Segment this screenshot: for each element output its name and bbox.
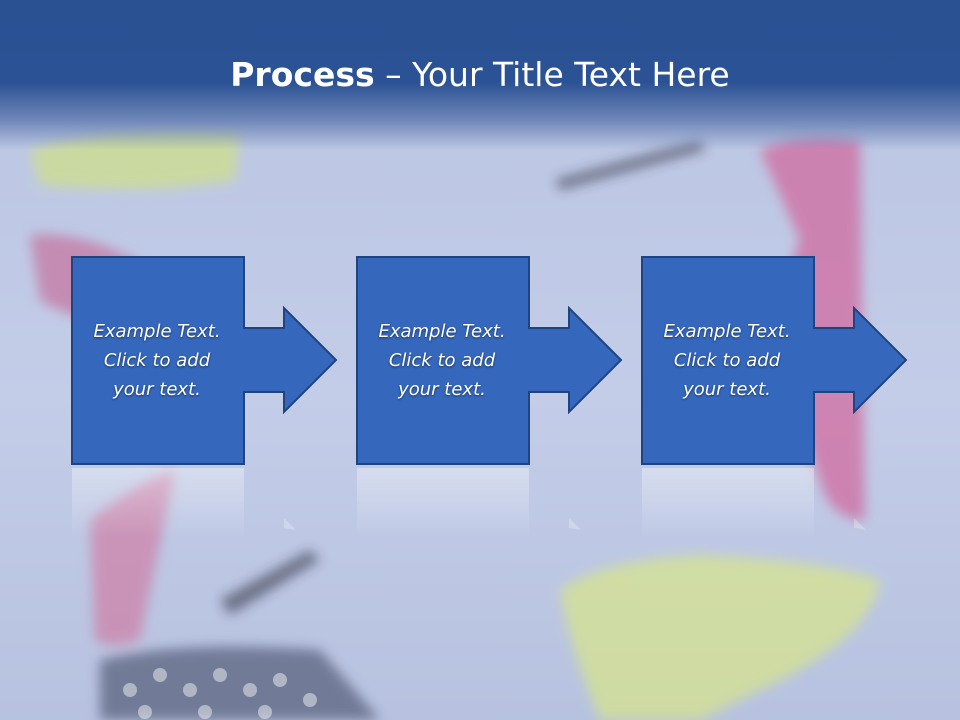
slide-title[interactable]: Process – Your Title Text Here <box>0 50 960 100</box>
right-arrow-icon <box>356 256 623 538</box>
process-step-2[interactable]: Example Text. Click to add your text. <box>356 256 626 546</box>
title-rest-text: Your Title Text Here <box>412 55 730 94</box>
title-bold-text: Process <box>230 55 375 94</box>
process-step-3[interactable]: Example Text. Click to add your text. <box>641 256 911 546</box>
step-3-text[interactable]: Example Text. Click to add your text. <box>663 320 791 400</box>
title-band <box>0 0 960 150</box>
step-1-text[interactable]: Example Text. Click to add your text. <box>93 320 221 400</box>
right-arrow-icon <box>641 256 908 538</box>
title-separator: – <box>374 55 413 94</box>
process-step-1[interactable]: Example Text. Click to add your text. <box>71 256 341 546</box>
right-arrow-icon <box>71 256 338 538</box>
step-2-text[interactable]: Example Text. Click to add your text. <box>378 320 506 400</box>
